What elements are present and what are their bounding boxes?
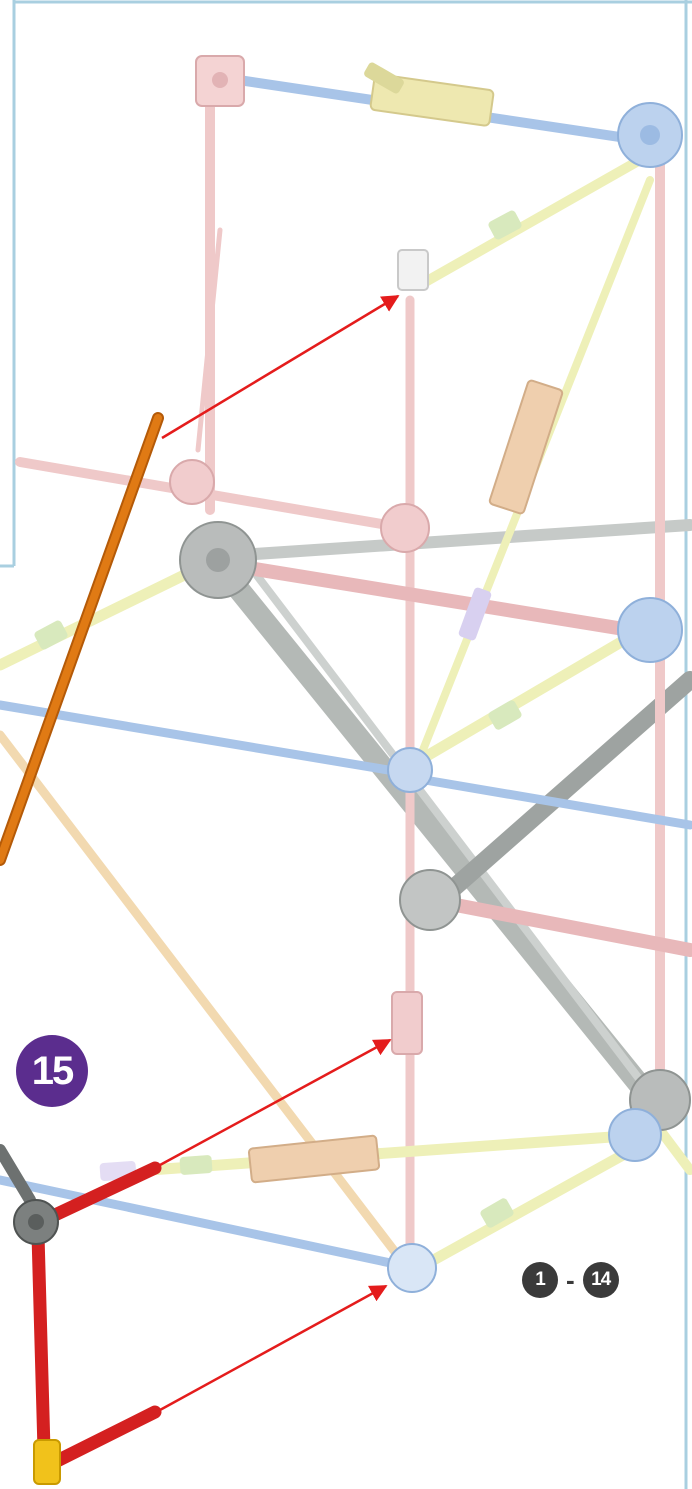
placement-arrows [159,294,400,1412]
arrow-red-rod-lower [159,1284,388,1412]
arrow-orange-rod [161,294,400,440]
existing-connectors [34,62,564,1228]
existing-structure [0,73,692,1270]
yellow-connector [33,1439,61,1485]
red-rod-lower [48,1405,162,1469]
arrow-red-rod-upper [159,1038,392,1167]
range-separator: - [566,1264,575,1295]
prior-steps-indicator: 1 - 14 [522,1262,619,1298]
red-rod-upper [33,1161,162,1229]
red-rod-vertical [31,1228,51,1457]
hub-connectors [169,55,691,1293]
new-parts [0,412,164,1485]
gray-connector [13,1199,59,1245]
range-start-badge: 1 [522,1262,558,1298]
step-number-badge: 15 [16,1035,88,1107]
range-end-badge: 14 [582,1262,619,1298]
